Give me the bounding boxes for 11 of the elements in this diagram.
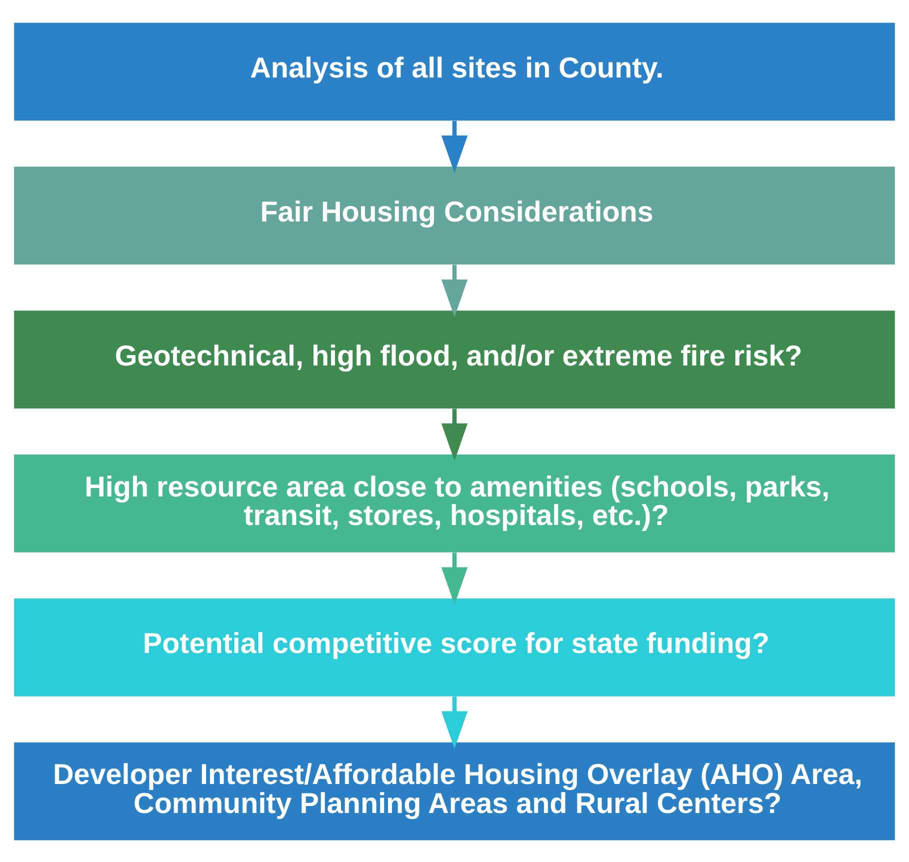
arrow <box>441 696 468 748</box>
node-box: Analysis of all sites in County. <box>14 22 895 120</box>
arrow <box>441 120 468 173</box>
arrow <box>441 552 468 604</box>
node-box: Potential competitive score for state funding? <box>14 598 895 696</box>
node-box: Fair Housing Considerations <box>14 166 895 264</box>
arrow <box>441 408 468 460</box>
node-box: Developer Interest/Affordable Housing Overlay (AHO) Area, Community Planning Areas and Rural Centers? <box>14 742 895 840</box>
node-box: Geotechnical, high flood, and/or extreme fire risk? <box>14 310 895 408</box>
arrow <box>441 264 468 316</box>
node-box: High resource area close to amenities (schools, parks, transit, stores, hospitals, etc.)? <box>14 454 895 552</box>
